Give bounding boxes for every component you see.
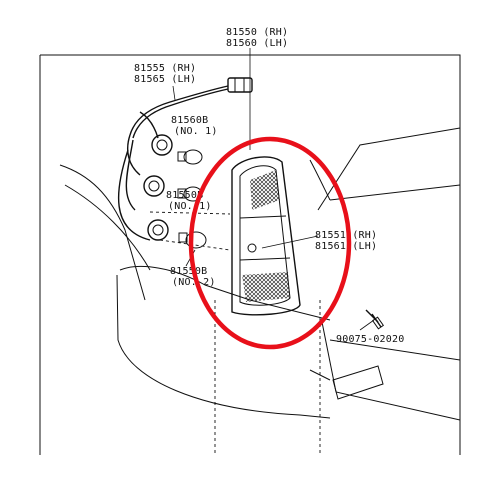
housing-rh-label: 81550 (RH) — [226, 27, 288, 38]
screw-leader — [359, 319, 375, 331]
bulb-mid-no-label: (NO. 1) — [168, 201, 212, 212]
bulb-low-part-label: 81550B — [170, 266, 207, 277]
bulb-socket-bottom — [147, 219, 169, 241]
harness-lh-label: 81565 (LH) — [134, 74, 196, 85]
bulb-socket-top — [151, 134, 173, 156]
bulb-socket-middle — [143, 175, 165, 197]
lens-lh-label: 81561 (LH) — [315, 241, 377, 252]
highlight-ellipse — [188, 136, 352, 350]
housing-lh-label: 81560 (LH) — [226, 38, 288, 49]
bulb-top-no-label: (NO. 1) — [174, 126, 218, 137]
screw — [365, 309, 385, 330]
bulb-low-no-label: (NO. 2) — [172, 277, 216, 288]
assembly-frame — [39, 54, 461, 455]
lens-leader — [261, 235, 319, 249]
bulb-mid-part-label: 81550B — [166, 190, 203, 201]
harness-rh-label: 81555 (RH) — [134, 63, 196, 74]
screw-label: 90075-02020 — [336, 334, 404, 345]
vehicle-body-outline — [59, 127, 461, 455]
bulb-no1-top — [177, 149, 203, 165]
bulb-top-part-label: 81560B — [171, 115, 208, 126]
bulb-no2-bottom — [178, 231, 207, 249]
lens-rh-label: 81551 (RH) — [315, 230, 377, 241]
harness-leader — [172, 85, 176, 101]
tail-lamp-lens — [231, 156, 301, 316]
